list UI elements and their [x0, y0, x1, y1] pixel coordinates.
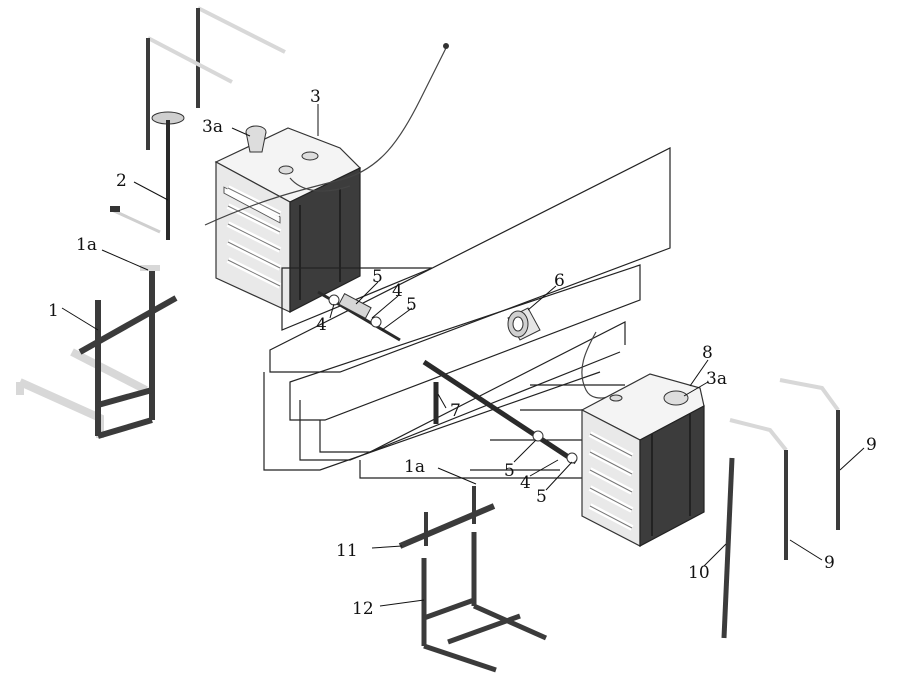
callout-9-b: 9: [824, 553, 835, 573]
callout-10: 10: [688, 563, 710, 583]
part-2-sender-unit: [110, 111, 185, 240]
leader-lines: [61, 104, 865, 607]
part-10-strap: [721, 457, 735, 639]
fuel-line-branch: [289, 177, 351, 192]
fuel-line-upper: [204, 47, 447, 226]
callout-5-c: 5: [504, 461, 515, 481]
callout-9-a: 9: [866, 435, 877, 455]
callout-4-c: 4: [520, 473, 531, 493]
pipe-fittings-left: [317, 290, 401, 342]
part-7-cross-pipe: [422, 359, 578, 465]
callout-1a-bottom: 1a: [404, 457, 425, 477]
callout-2: 2: [116, 171, 127, 191]
part-8-fuel-tank-right: [580, 373, 705, 547]
callout-4-a: 4: [392, 281, 403, 301]
part-11-crossbar: [398, 486, 496, 549]
callout-11: 11: [336, 541, 358, 561]
part-3-fuel-tank-left: [214, 125, 362, 313]
callout-5-d: 5: [536, 487, 547, 507]
part-1-left-bracket: [16, 265, 178, 439]
callout-3a-right: 3a: [706, 369, 727, 389]
fuel-line-end: [443, 43, 449, 49]
callout-8: 8: [702, 343, 713, 363]
callout-3a-left: 3a: [202, 117, 223, 137]
fuel-line-lower: [581, 331, 611, 399]
callout-12: 12: [352, 599, 374, 619]
callout-4-b: 4: [316, 315, 327, 335]
callout-7: 7: [450, 401, 461, 421]
callout-1a-left: 1a: [76, 235, 97, 255]
callout-5-a: 5: [372, 267, 383, 287]
part-6-sleeve: [507, 307, 541, 341]
callout-1: 1: [48, 301, 59, 321]
callout-labels: 1 1a 2 3 3a 5 4 5 4 6 7 8 3a 9 9 10 1a 5…: [48, 87, 877, 619]
strap-left-upper: [146, 6, 286, 150]
callout-6: 6: [554, 271, 565, 291]
part-12-lower-bracket: [421, 532, 548, 673]
part-9-straps-right: [729, 378, 840, 560]
callout-3: 3: [310, 87, 321, 107]
callout-5-b: 5: [406, 295, 417, 315]
